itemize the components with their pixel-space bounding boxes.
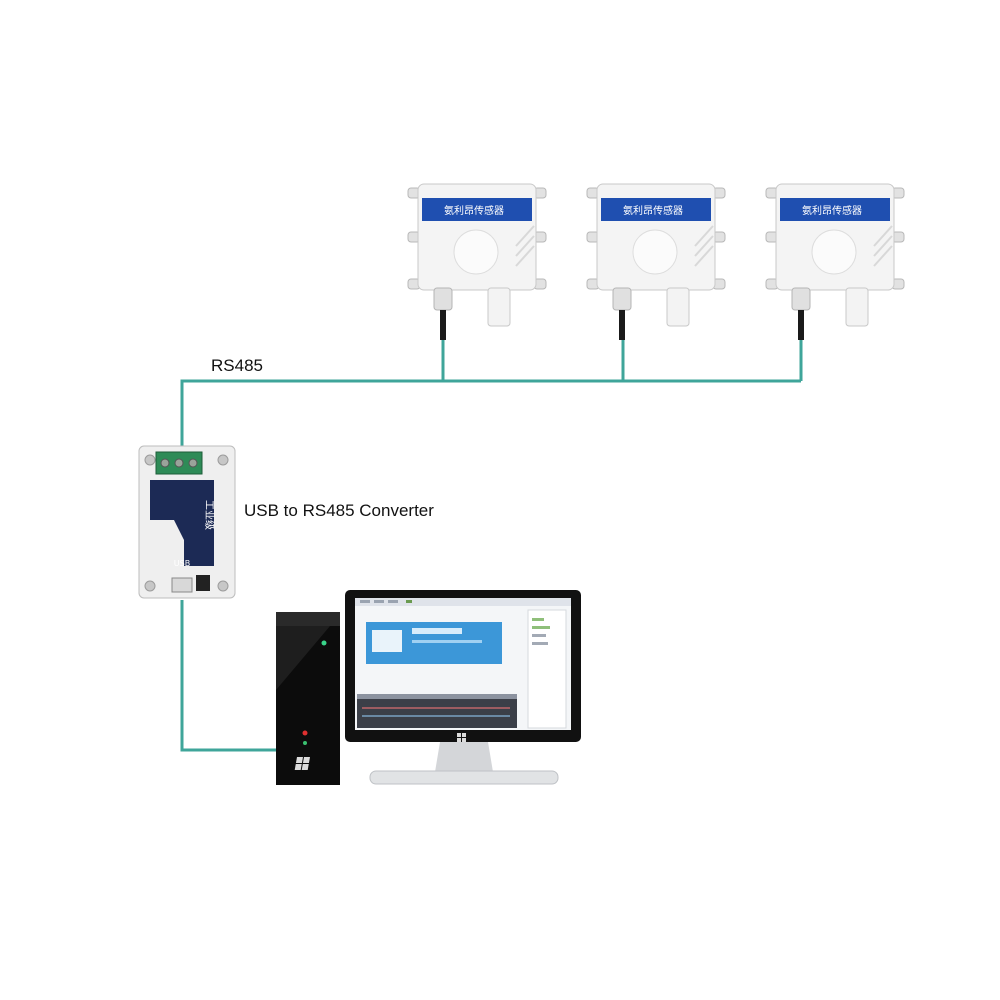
bus-line	[180, 379, 801, 446]
sensor-1-cable	[440, 310, 446, 340]
screen-log-panel	[357, 694, 517, 728]
sensor-2-gland	[612, 287, 632, 311]
rs485-wiring	[180, 338, 803, 752]
monitor-neck	[435, 742, 493, 772]
sensor-1-gland	[433, 287, 453, 311]
sensor-2-band	[601, 198, 711, 221]
sensor-3-cable	[798, 310, 804, 340]
rs485-label: RS485	[211, 356, 263, 375]
monitor	[345, 590, 581, 785]
converter-label: USB to RS485 Converter	[244, 501, 434, 520]
sensor-1-probe	[487, 287, 511, 327]
sensor-3-gland	[791, 287, 811, 311]
sensor-3-title: 氨利昂传感器	[802, 204, 862, 217]
sensor-2: 氨利昂传感器	[586, 183, 726, 340]
sensor-3-window	[811, 229, 857, 275]
sensor-1: 氨利昂传感器	[407, 183, 547, 340]
screen-side-panel	[527, 609, 567, 729]
sensor-2-title: 氨利昂传感器	[623, 204, 683, 217]
usb-cable	[180, 600, 276, 752]
sensor-1-window	[453, 229, 499, 275]
sensor-3-band	[780, 198, 890, 221]
converter-usb-text: USB	[174, 559, 190, 568]
windows-logo-icon	[457, 733, 466, 742]
sensor-1-title: 氨利昂传感器	[444, 204, 504, 217]
sensor-2-probe	[666, 287, 690, 327]
usb-rs485-converter: 工业级 USB	[138, 445, 236, 599]
tower-green-led	[321, 640, 327, 646]
tower-green-led-2	[303, 741, 307, 745]
windows-logo-icon	[294, 757, 310, 770]
sensor-2-cable	[619, 310, 625, 340]
pc-tower	[276, 612, 340, 785]
sensor-3: 氨利昂传感器	[765, 183, 905, 340]
converter-panel	[150, 480, 214, 566]
converter-side-text: 工业级	[203, 500, 215, 530]
sensor-1-band	[422, 198, 532, 221]
converter-usb-port	[171, 577, 193, 593]
sensor-2-window	[632, 229, 678, 275]
tower-red-led	[302, 730, 308, 736]
monitor-base	[369, 770, 559, 785]
sensor-3-probe	[845, 287, 869, 327]
